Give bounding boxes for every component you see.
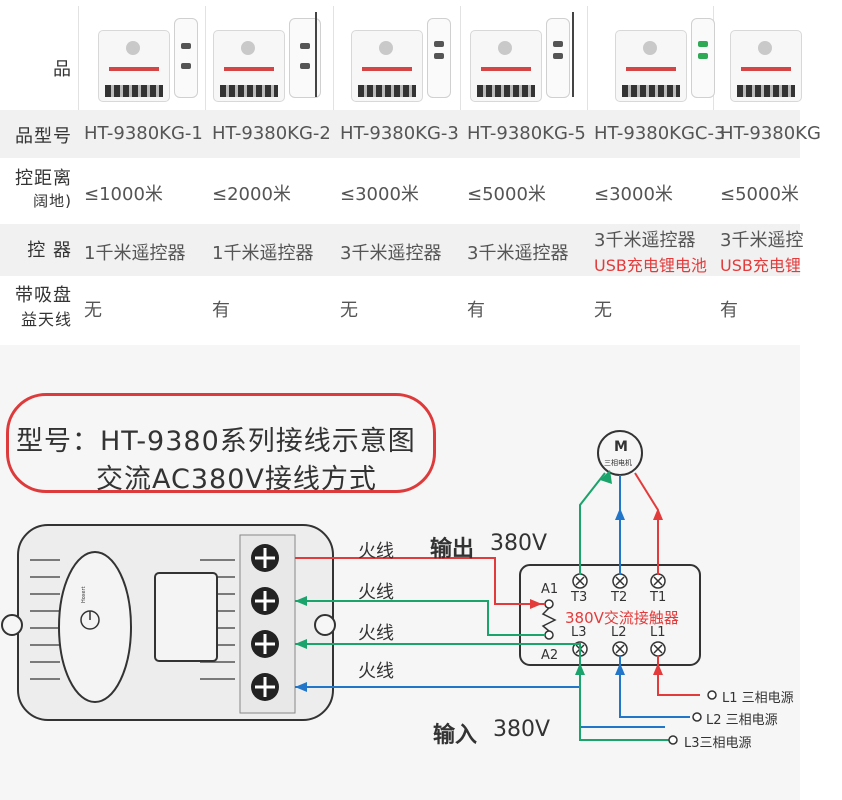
product-comparison-table: 品 品型号 HT-9380KG-1 HT-9380KG-2 HT-9380KG-… bbox=[0, 0, 821, 340]
remote-cell-note: USB充电锂 bbox=[720, 256, 801, 275]
remote-cell: 3千米遥控器 USB充电锂电池 bbox=[594, 226, 707, 276]
wiring-svg: Hoxert bbox=[1, 430, 717, 745]
product-image-1 bbox=[90, 10, 210, 105]
column-separator bbox=[78, 6, 79, 110]
row-label-distance: 控距离 bbox=[15, 168, 72, 189]
terminal-t2: T2 bbox=[611, 590, 628, 605]
output-voltage: 380V bbox=[490, 531, 548, 556]
remote-cell: 3千米遥控器 bbox=[467, 243, 569, 264]
source-l1: L1 三相电源 bbox=[722, 691, 794, 706]
antenna-cell: 有 bbox=[720, 300, 738, 321]
terminal-screws bbox=[251, 544, 279, 701]
remote-cell: 3千米遥控器 bbox=[340, 243, 442, 264]
product-image-4 bbox=[462, 10, 582, 105]
remote-cell-text: 3千米遥控 bbox=[720, 230, 804, 251]
remote-cell: 1千米遥控器 bbox=[212, 243, 314, 264]
contactor-box bbox=[519, 564, 701, 666]
distance-cell: ≤3000米 bbox=[340, 184, 419, 205]
antenna-cell: 有 bbox=[212, 300, 230, 321]
column-separator bbox=[205, 6, 206, 110]
wire-input-l2 bbox=[619, 655, 690, 718]
diagram-subtitle: 交流AC380V接线方式 bbox=[96, 464, 377, 495]
model-cell: HT-9380KGC-3 bbox=[594, 123, 726, 144]
motor-label: 三相电机 bbox=[604, 459, 632, 467]
distance-cell: ≤2000米 bbox=[212, 184, 291, 205]
product-image-6 bbox=[722, 10, 842, 105]
wire-t1 bbox=[634, 472, 659, 575]
model-cell: HT-9380KG-3 bbox=[340, 123, 459, 144]
row-label-antenna: 带吸盘 bbox=[15, 285, 72, 306]
remote-cell: 3千米遥控 USB充电锂 bbox=[720, 226, 803, 276]
contactor-label: 380V交流接触器 bbox=[565, 609, 679, 627]
row-distance: 控距离 阔地) ≤1000米 ≤2000米 ≤3000米 ≤5000米 ≤300… bbox=[0, 158, 800, 224]
receiver-controller: Hoxert bbox=[1, 524, 336, 721]
source-l3: L3三相电源 bbox=[684, 736, 752, 751]
output-label: 输出 bbox=[430, 537, 475, 562]
terminal-t1: T1 bbox=[650, 590, 667, 605]
wire-coil-a2 bbox=[295, 600, 545, 636]
wire-power-l2 bbox=[295, 686, 665, 728]
row-remote: 控 器 1千米遥控器 1千米遥控器 3千米遥控器 3千米遥控器 3千米遥控器 U… bbox=[0, 224, 803, 276]
row-label-product: 品 bbox=[53, 59, 72, 80]
motor-letter: M bbox=[614, 439, 628, 455]
product-image-3 bbox=[343, 10, 463, 105]
terminal-a2: A2 bbox=[541, 648, 559, 663]
model-cell: HT-9380KG bbox=[720, 123, 821, 144]
model-cell: HT-9380KG-5 bbox=[467, 123, 586, 144]
antenna-cell: 无 bbox=[594, 300, 612, 321]
row-label-model: 品型号 bbox=[15, 126, 72, 147]
row-label-distance-note: 阔地) bbox=[33, 192, 72, 210]
model-cell: HT-9380KG-1 bbox=[84, 123, 203, 144]
brand-text: Hoxert bbox=[81, 586, 87, 603]
row-label-antenna-2: 益天线 bbox=[20, 310, 72, 329]
live-wire-label-3: 火线 bbox=[358, 623, 394, 644]
terminal-t3: T3 bbox=[571, 590, 588, 605]
model-cell: HT-9380KG-2 bbox=[212, 123, 331, 144]
row-model: 品型号 HT-9380KG-1 HT-9380KG-2 HT-9380KG-3 … bbox=[0, 110, 821, 158]
product-image-2 bbox=[205, 10, 325, 105]
wire-coil-a1 bbox=[295, 557, 545, 605]
input-voltage: 380V bbox=[493, 717, 551, 742]
terminal-l1: L1 bbox=[650, 625, 666, 640]
remote-cell-text: 3千米遥控器 bbox=[594, 230, 696, 251]
distance-cell: ≤1000米 bbox=[84, 184, 163, 205]
wiring-diagram: Hoxert bbox=[0, 345, 800, 800]
antenna-cell: 有 bbox=[467, 300, 485, 321]
distance-cell: ≤3000米 bbox=[594, 184, 673, 205]
column-separator bbox=[587, 6, 588, 110]
source-l2: L2 三相电源 bbox=[706, 713, 778, 728]
live-wire-label-2: 火线 bbox=[358, 582, 394, 603]
distance-cell: ≤5000米 bbox=[720, 184, 799, 205]
input-label: 输入 bbox=[433, 723, 478, 748]
terminal-l3: L3 bbox=[571, 625, 587, 640]
wire-power-l3 bbox=[295, 643, 581, 655]
row-antenna: 带吸盘 益天线 无 有 无 有 无 有 bbox=[0, 276, 800, 336]
terminal-l2: L2 bbox=[611, 625, 627, 640]
remote-cell-note: USB充电锂电池 bbox=[594, 256, 707, 275]
antenna-cell: 无 bbox=[84, 300, 102, 321]
live-wire-label-1: 火线 bbox=[358, 541, 394, 562]
live-wire-label-4: 火线 bbox=[358, 661, 394, 682]
diagram-title: 型号：HT-9380系列接线示意图 bbox=[16, 426, 416, 457]
terminal-a1: A1 bbox=[541, 582, 559, 597]
title-frame bbox=[6, 393, 436, 493]
remote-cell: 1千米遥控器 bbox=[84, 243, 186, 264]
distance-cell: ≤5000米 bbox=[467, 184, 546, 205]
row-label-remote: 控 器 bbox=[27, 240, 72, 261]
wire-t3 bbox=[579, 472, 606, 575]
product-image-5 bbox=[607, 10, 727, 105]
column-separator bbox=[333, 6, 334, 110]
column-separator bbox=[460, 6, 461, 110]
antenna-cell: 无 bbox=[340, 300, 358, 321]
wire-input-l3 bbox=[579, 655, 670, 741]
